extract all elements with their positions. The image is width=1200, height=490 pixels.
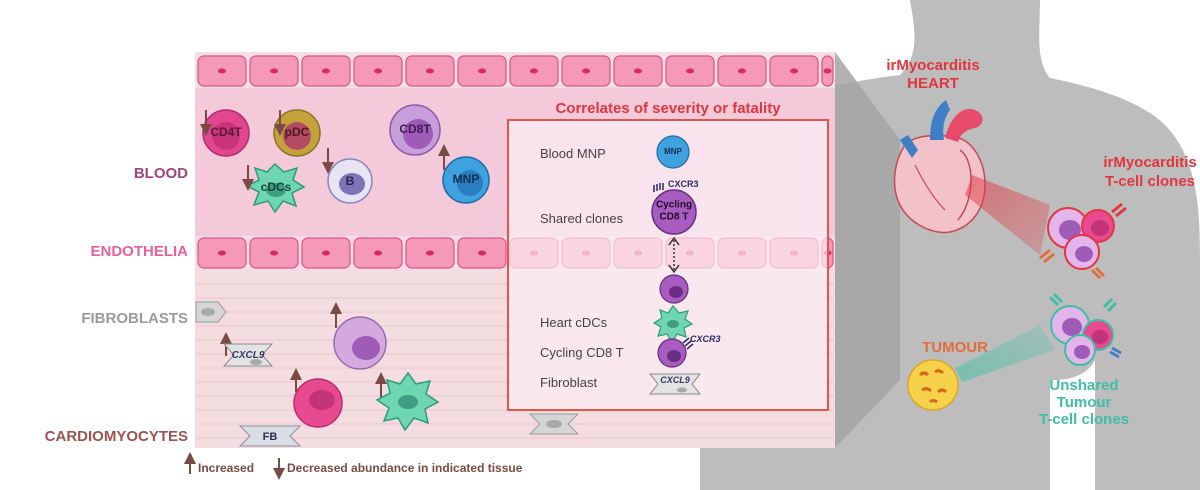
- heart-tcell-clones: [1039, 202, 1127, 280]
- cdc-tissue-cell: [375, 371, 440, 432]
- cycling-line1: Cycling: [656, 200, 692, 211]
- mnp-label: MNP: [453, 172, 480, 186]
- cd8t-cell: CD8T: [389, 104, 441, 156]
- endothelial-nucleus: [374, 250, 382, 256]
- correlates-box: [507, 119, 829, 411]
- endothelial-nucleus: [790, 68, 798, 74]
- endothelial-nucleus: [322, 250, 330, 256]
- endothelial-nucleus: [686, 68, 694, 74]
- mini-cxcl9-label: CXCL9: [660, 375, 690, 385]
- text-shared-clones: Shared clones: [540, 211, 624, 226]
- cycling-line2: CD8 T: [660, 212, 689, 223]
- cdcs-cell: cDCs: [245, 162, 306, 214]
- fibroblast-right: [528, 413, 580, 435]
- cxcr3-top-label: CXCR3: [668, 179, 699, 189]
- tumour-tcell-clones: [1048, 292, 1122, 366]
- endothelial-nucleus: [634, 68, 642, 74]
- unshared-1: Unshared: [1049, 377, 1118, 394]
- endothelial-nucleus: [218, 250, 226, 256]
- mini-cycling-cell: [657, 338, 687, 368]
- projection-shade: [835, 52, 900, 448]
- mini-cd8t-cell: [659, 274, 689, 304]
- cd8t-label: CD8T: [399, 122, 431, 136]
- tumour-beam: [955, 325, 1055, 382]
- pdc-cell: pDC: [273, 109, 321, 157]
- fibroblast-left: [195, 301, 227, 323]
- cd8t-tissue-cell: [333, 316, 387, 370]
- text-fibroblast: Fibroblast: [540, 375, 597, 390]
- endothelial-nucleus: [426, 68, 434, 74]
- abundance-arrows: [200, 110, 450, 398]
- label-fibroblasts: FIBROBLASTS: [81, 310, 188, 327]
- label-cardiomyocytes: CARDIOMYOCYTES: [45, 428, 188, 445]
- endothelial-nucleus: [582, 68, 590, 74]
- pink-tissue-cell: [293, 378, 343, 428]
- endothelial-nucleus: [478, 250, 486, 256]
- tcell-clones-2: T-cell clones: [1105, 173, 1195, 190]
- fb-label: FB: [263, 431, 278, 443]
- heart-title-1: irMyocarditis: [886, 57, 979, 74]
- tcell-clones-1: irMyocarditis: [1103, 154, 1196, 171]
- unshared-2: Tumour: [1057, 394, 1112, 411]
- cxcr3-bottom-label: CXCR3: [690, 334, 721, 344]
- endothelial-nucleus: [823, 68, 832, 74]
- endothelial-nucleus: [374, 68, 382, 74]
- endothelial-nucleus: [322, 68, 330, 74]
- endothelial-nucleus: [478, 68, 486, 74]
- heart-beam: [965, 175, 1050, 255]
- correlates-title: Correlates of severity or fatality: [555, 100, 781, 117]
- mini-cdc-cell: [652, 305, 694, 344]
- endothelial-nucleus: [530, 68, 538, 74]
- endothelial-nucleus: [426, 250, 434, 256]
- cd4t-label: CD4T: [210, 125, 242, 139]
- endothelial-nucleus: [270, 68, 278, 74]
- pdc-label: pDC: [285, 125, 310, 139]
- unshared-3: T-cell clones: [1039, 411, 1129, 428]
- mini-fibroblast: CXCL9: [648, 373, 702, 395]
- cdcs-label: cDCs: [261, 180, 292, 194]
- cycling-cd8t-cell: Cycling CD8 T: [651, 189, 697, 235]
- mini-mnp-cell: MNP: [656, 135, 690, 169]
- tumour-illustration: [907, 359, 959, 411]
- legend-increased: Increased: [198, 461, 254, 475]
- tumour-label: TUMOUR: [922, 339, 988, 356]
- receptor-icon-bottom: [682, 337, 694, 350]
- b-cell: B: [327, 158, 373, 204]
- fb-cell: FB: [238, 425, 302, 447]
- heart-title-2: HEART: [907, 75, 959, 92]
- text-blood-mnp: Blood MNP: [540, 146, 606, 161]
- endothelium-top: [197, 55, 834, 87]
- mini-mnp-label: MNP: [664, 147, 682, 156]
- label-endothelia: ENDOTHELIA: [91, 243, 189, 260]
- endothelial-nucleus: [738, 68, 746, 74]
- cxcl9-label: CXCL9: [232, 350, 265, 361]
- cxcl9-fibroblast: CXCL9: [222, 343, 274, 367]
- text-heart-cdcs: Heart cDCs: [540, 315, 608, 330]
- mnp-cell: MNP: [442, 156, 490, 204]
- legend-decreased: Decreased abundance in indicated tissue: [287, 461, 523, 475]
- legend: Increased Decreased abundance in indicat…: [184, 452, 523, 480]
- cd4t-cell: CD4T: [202, 109, 250, 157]
- receptor-icon-top: [653, 183, 664, 192]
- endothelial-nucleus: [218, 68, 226, 74]
- label-blood: BLOOD: [134, 165, 188, 182]
- text-cycling-cd8t: Cycling CD8 T: [540, 345, 624, 360]
- b-label: B: [346, 174, 355, 188]
- heart-illustration: [893, 100, 986, 234]
- endothelial-nucleus: [270, 250, 278, 256]
